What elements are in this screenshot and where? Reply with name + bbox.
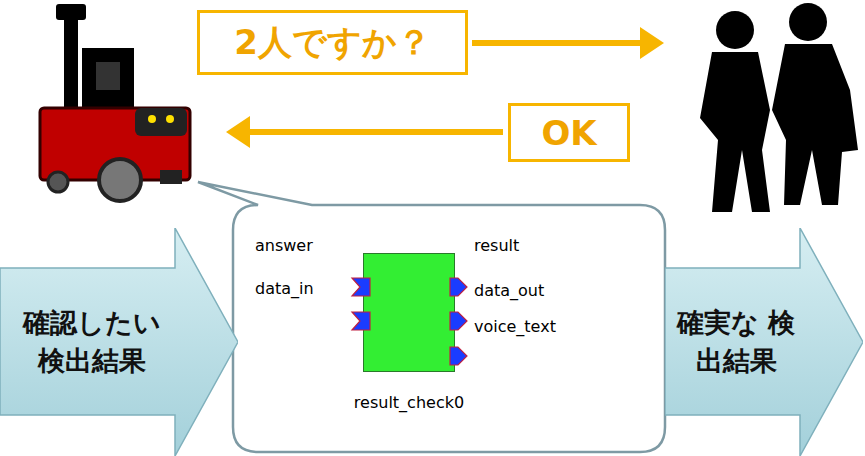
input-arrow: 確認したい 検出結果 [0,228,238,456]
dialog-text: 2人ですか？ [234,20,431,66]
dialog-text: OK [541,113,596,153]
answer-box: OK [508,103,630,162]
component-block: result_check0 [363,253,455,372]
component-name: result_check0 [354,393,464,412]
speech-bubble [198,182,665,452]
port-name: voice_text [474,317,556,336]
port-name: answer [255,236,313,255]
port-name: data_out [474,281,544,300]
question-box: 2人ですか？ [197,10,468,75]
port-symbols [362,252,454,371]
robot-figure [40,4,190,201]
flow-text: 確実な 検出結果 [673,304,799,380]
arrow-shape [0,228,238,456]
people-silhouette [700,3,858,212]
flow-text: 確認したい 検出結果 [12,304,172,380]
output-arrow: 確実な 検出結果 [665,228,863,456]
arrow-shape [665,228,863,456]
port-name: data_in [255,279,314,298]
port-name: result [474,236,519,255]
